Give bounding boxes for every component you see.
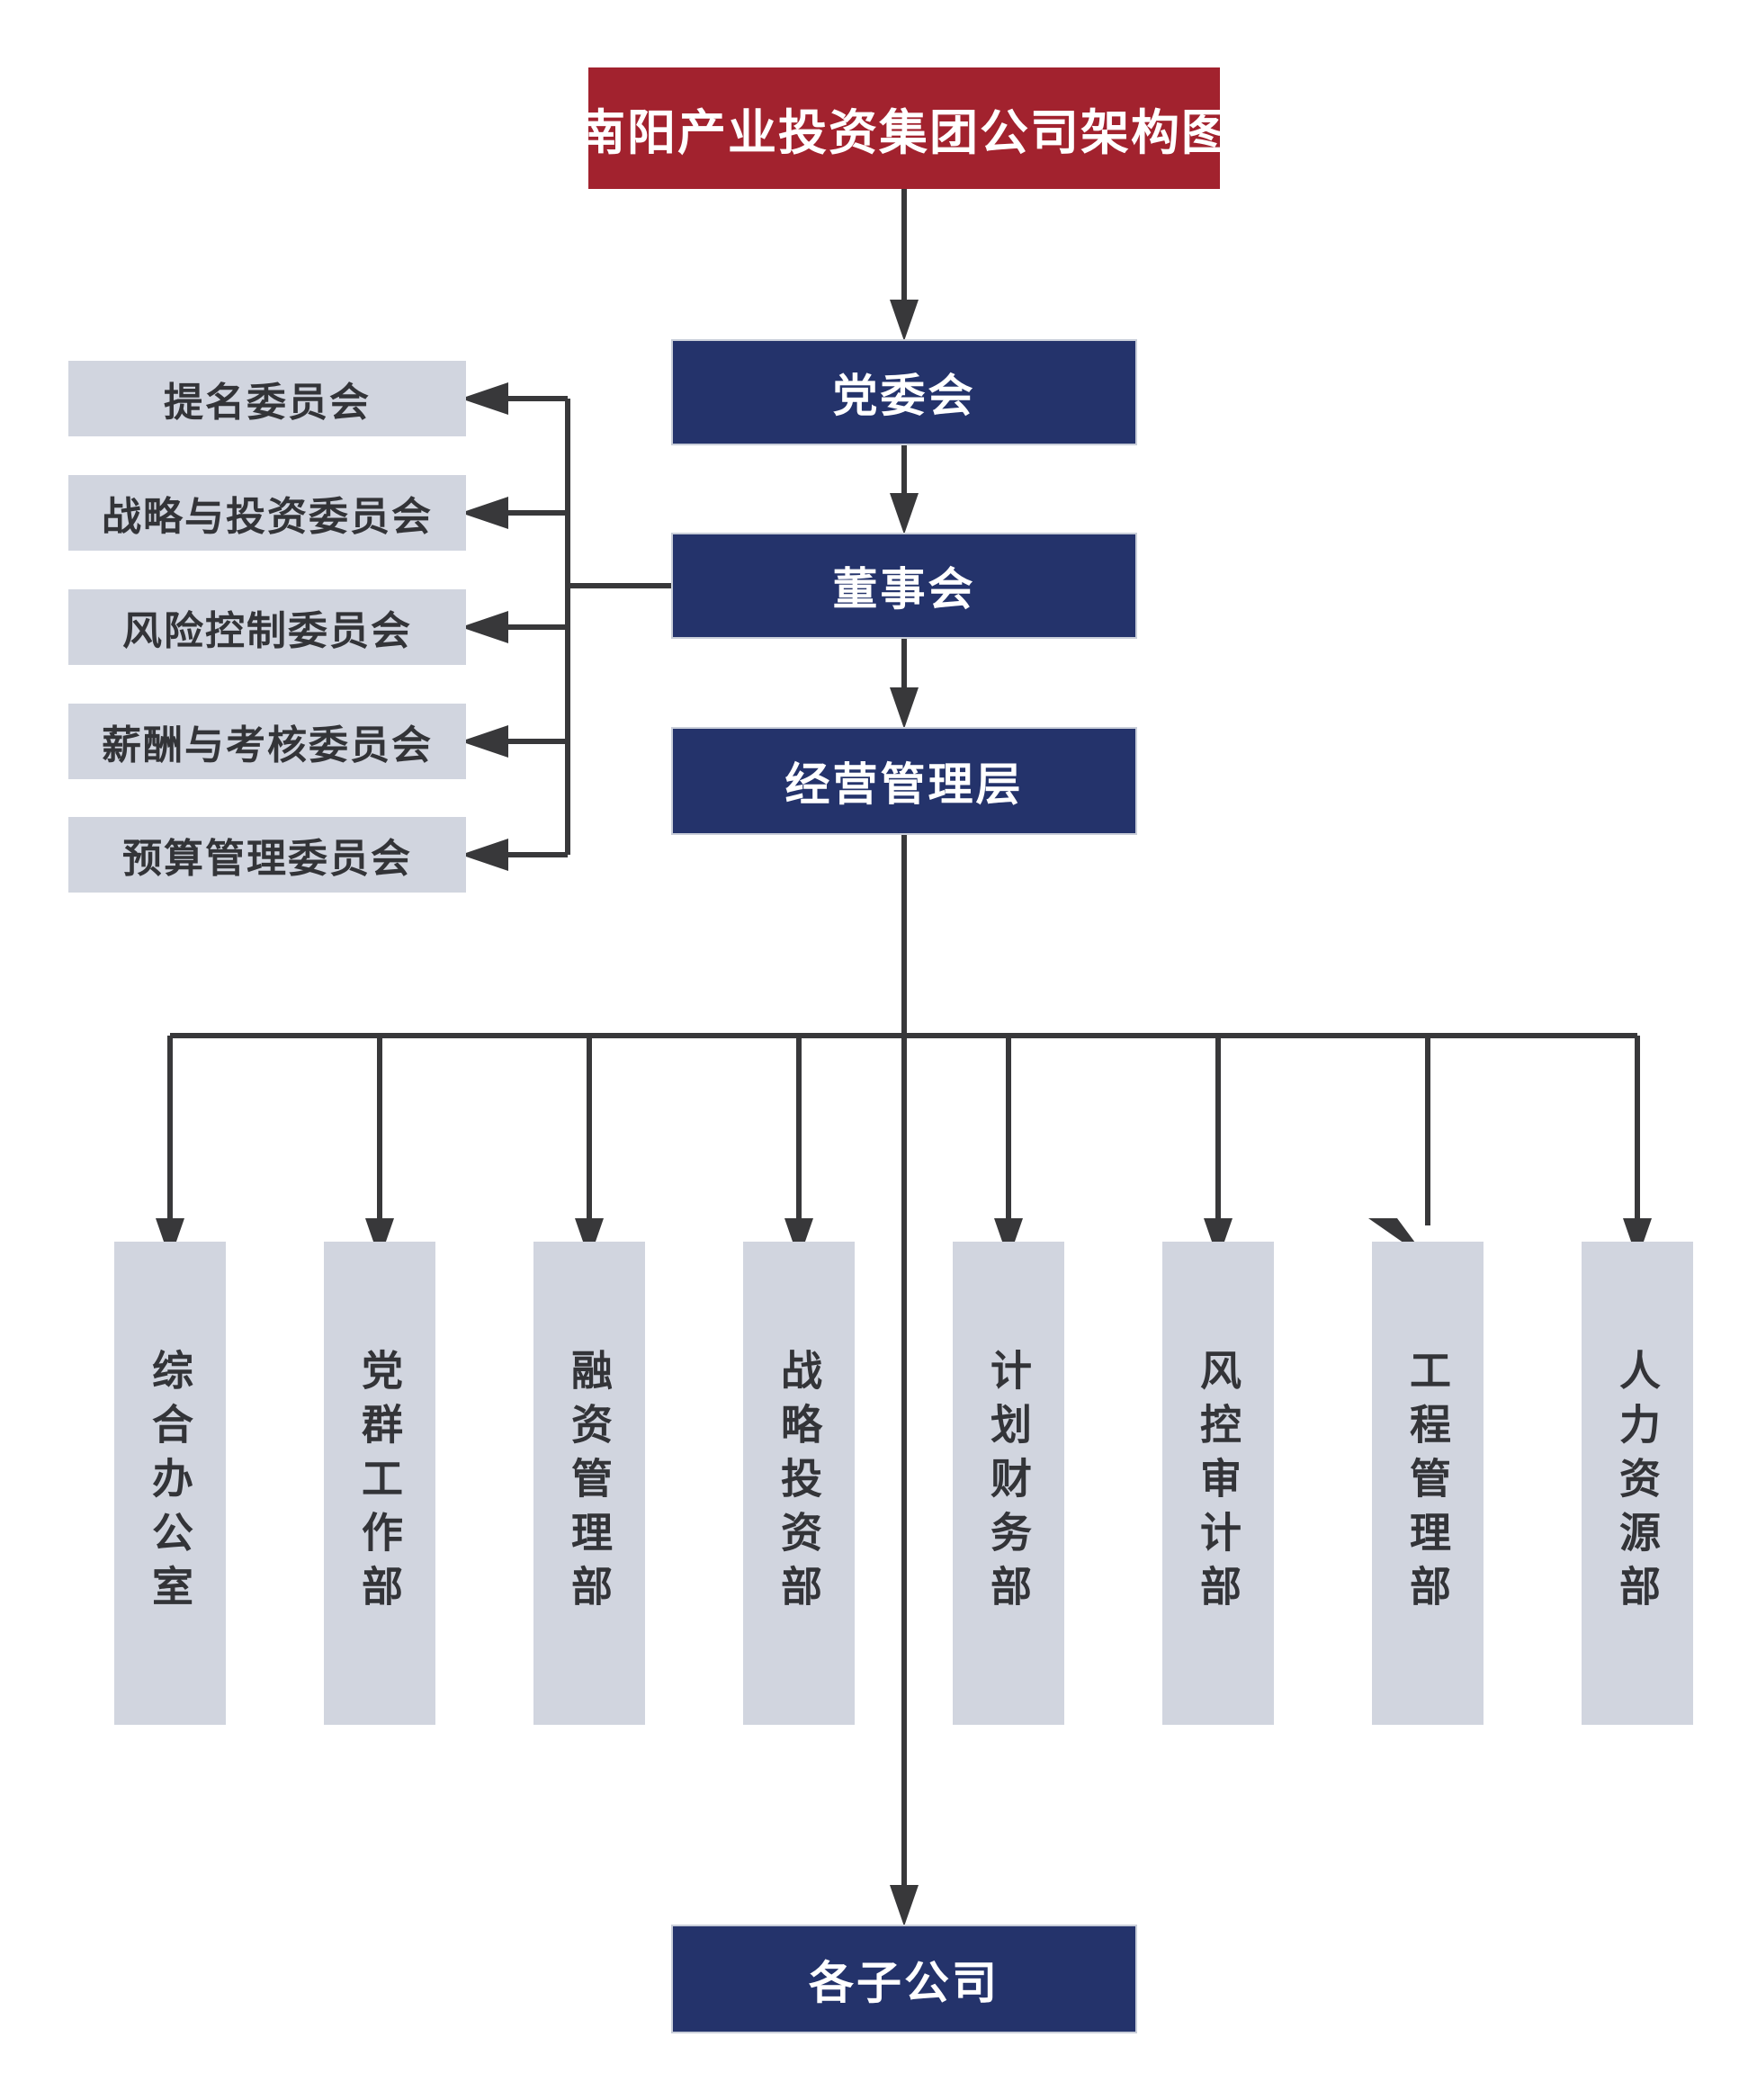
arrowhead-dept-4 bbox=[784, 1218, 813, 1260]
dept-strategic-investment-label: 战略投资部 bbox=[775, 1348, 822, 1619]
arrowhead-dept-8 bbox=[1623, 1218, 1652, 1260]
arrowhead-committee-5 bbox=[461, 839, 508, 871]
dept-general-office: 综合办公室 bbox=[114, 1242, 226, 1725]
node-subsidiaries: 各子公司 bbox=[671, 1925, 1137, 2033]
dept-human-resources: 人力资源部 bbox=[1582, 1242, 1693, 1725]
dept-planning-finance: 计划财务部 bbox=[953, 1242, 1064, 1725]
dept-risk-audit-label: 风控审计部 bbox=[1195, 1348, 1242, 1619]
committee-compensation-assessment: 薪酬与考核委员会 bbox=[68, 704, 466, 779]
arrowhead-committee-2 bbox=[461, 497, 508, 529]
arrowhead-subsidiaries bbox=[890, 1885, 919, 1926]
chart-title: 南阳产业投资集团公司架构图 bbox=[577, 67, 1230, 189]
dept-general-office-label: 综合办公室 bbox=[147, 1348, 193, 1619]
arrowhead-management bbox=[890, 687, 919, 729]
committee-risk-control: 风险控制委员会 bbox=[68, 589, 466, 665]
node-management: 经营管理层 bbox=[671, 727, 1137, 835]
arrowhead-board bbox=[890, 493, 919, 534]
dept-party-mass-work: 党群工作部 bbox=[324, 1242, 435, 1725]
dept-human-resources-label: 人力资源部 bbox=[1614, 1348, 1661, 1619]
committee-strategy-investment: 战略与投资委员会 bbox=[68, 475, 466, 551]
dept-planning-finance-label: 计划财务部 bbox=[985, 1348, 1032, 1619]
arrowhead-dept-6 bbox=[1204, 1218, 1233, 1260]
node-board: 董事会 bbox=[671, 533, 1137, 639]
arrowhead-dept-2 bbox=[365, 1218, 394, 1260]
dept-strategic-investment: 战略投资部 bbox=[743, 1242, 855, 1725]
arrowhead-committee-3 bbox=[461, 611, 508, 643]
dept-engineering-management-label: 工程管理部 bbox=[1404, 1348, 1451, 1619]
arrowhead-dept-3 bbox=[575, 1218, 604, 1260]
arrowhead-dept-1 bbox=[156, 1218, 184, 1260]
arrowhead-committee-4 bbox=[461, 725, 508, 758]
dept-financing-management: 融资管理部 bbox=[533, 1242, 645, 1725]
dept-party-mass-work-label: 党群工作部 bbox=[356, 1348, 403, 1619]
dept-risk-audit: 风控审计部 bbox=[1162, 1242, 1274, 1725]
committee-budget-management: 预算管理委员会 bbox=[68, 817, 466, 893]
committee-nomination: 提名委员会 bbox=[68, 361, 466, 436]
node-party-committee: 党委会 bbox=[671, 339, 1137, 445]
arrowhead-committee-1 bbox=[461, 382, 508, 415]
dept-financing-management-label: 融资管理部 bbox=[566, 1348, 613, 1619]
arrowhead-dept-5 bbox=[994, 1218, 1023, 1260]
dept-engineering-management: 工程管理部 bbox=[1372, 1242, 1484, 1725]
arrowhead-party bbox=[890, 300, 919, 341]
